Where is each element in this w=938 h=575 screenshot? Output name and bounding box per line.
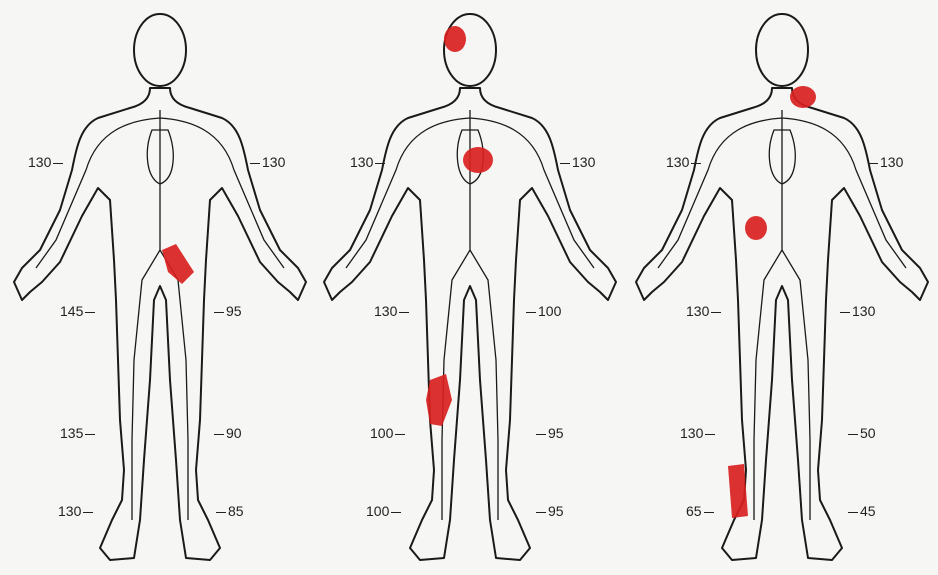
fig3-ankle-left-label: 65 (686, 503, 716, 519)
fig1-calf-left-label: 135 (60, 425, 97, 441)
fig1-ankle-right-label: 85 (214, 503, 244, 519)
fig2-thigh-right-label: 100 (524, 303, 561, 319)
fig2-arm-right-label: 130 (558, 154, 595, 170)
fig2-ankle-left-label: 100 (366, 503, 403, 519)
fig3-thigh-left-label: 130 (686, 303, 723, 319)
lesion-abdomen (745, 216, 767, 240)
lesion-pelvis-right (162, 244, 194, 284)
fig2-arm-left-label: 130 (350, 154, 387, 170)
fig2-thigh-left-label: 130 (374, 303, 411, 319)
fig2-ankle-right-label: 95 (534, 503, 564, 519)
fig3-arm-left-label: 130 (666, 154, 703, 170)
fig3-calf-right-label: 50 (846, 425, 876, 441)
fig3-calf-left-label: 130 (680, 425, 717, 441)
fig3-arm-right-label: 130 (866, 154, 903, 170)
head-outline (756, 14, 808, 86)
fig1-thigh-right-label: 95 (212, 303, 242, 319)
fig2-calf-left-label: 100 (370, 425, 407, 441)
fig1-arm-left-label: 130 (28, 154, 65, 170)
head-outline (134, 14, 186, 86)
fig2-calf-right-label: 95 (534, 425, 564, 441)
body-figure-2 (324, 14, 616, 560)
lesion-neck-right (790, 86, 816, 108)
lesion-markers (162, 26, 816, 518)
fig1-arm-right-label: 130 (248, 154, 285, 170)
fig3-ankle-right-label: 45 (846, 503, 876, 519)
fig1-thigh-left-label: 145 (60, 303, 97, 319)
body-figure-3 (636, 14, 928, 560)
body-figure-1 (14, 14, 306, 560)
fig1-ankle-left-label: 130 (58, 503, 95, 519)
lesion-head (444, 26, 466, 52)
lesion-thigh-left (426, 374, 452, 426)
lesion-heart (463, 147, 493, 173)
fig3-thigh-right-label: 130 (838, 303, 875, 319)
fig1-calf-right-label: 90 (212, 425, 242, 441)
